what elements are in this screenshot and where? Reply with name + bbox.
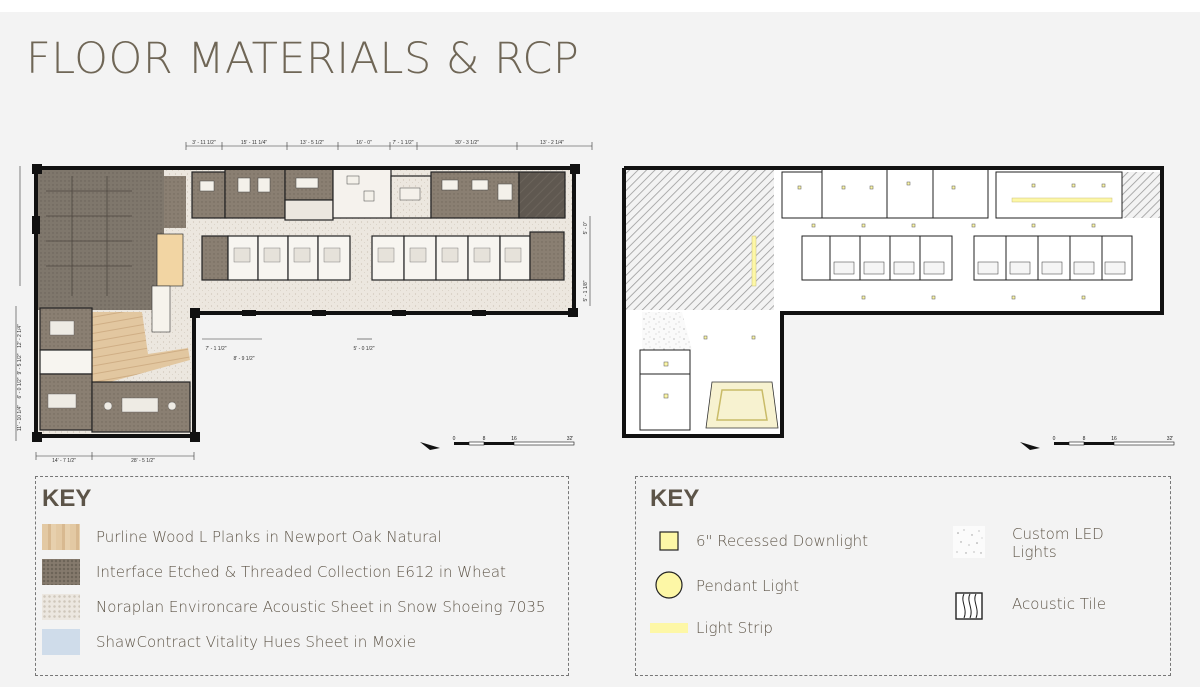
dim-label: 7' - 1 1/2" xyxy=(392,140,413,146)
acoustic-tile-banks xyxy=(833,261,1126,275)
workstation-grid xyxy=(46,176,132,296)
inner-dimension-string: 7' - 1 1/2" 8' - 9 1/2" 5' - 0 1/2" xyxy=(202,338,375,362)
top-offices xyxy=(191,167,566,221)
custom-led-zone xyxy=(642,312,692,350)
light-strip-icon xyxy=(650,623,688,633)
scale-label: 32' xyxy=(1167,436,1174,442)
right-dimension-string: 5' - 0" 5' - 1 1/8" xyxy=(583,216,591,306)
scale-bar: 0 8 16 32' xyxy=(453,436,575,446)
open-office-carpet xyxy=(36,168,164,310)
rcp-exterior-walls xyxy=(622,166,1164,438)
dim-label: 12' - 2 1/4" xyxy=(17,324,23,348)
key-label: 6" Recessed Downlight xyxy=(696,532,869,550)
dim-label: 13' - 5 1/2" xyxy=(300,140,324,146)
speckle-led-icon xyxy=(953,526,985,558)
dim-label: 9' - 5 1/2" xyxy=(17,353,23,374)
dim-label: 11' - 10 1/4" xyxy=(17,405,23,431)
dim-label: 5' - 1 1/8" xyxy=(583,280,589,301)
downlights xyxy=(663,181,1106,399)
presentation-board: FLOOR MATERIALS & RCP xyxy=(0,12,1200,687)
reception-desk xyxy=(156,233,184,287)
scale-label: 0 xyxy=(1053,436,1056,442)
dim-label: 7' - 1 1/2" xyxy=(205,346,226,352)
page-title: FLOOR MATERIALS & RCP xyxy=(26,34,580,84)
wall-piers xyxy=(32,164,580,442)
dim-label: 6' - 0 1/2" xyxy=(17,377,23,398)
key-title: KEY xyxy=(42,485,92,512)
key-label: Interface Etched & Threaded Collection E… xyxy=(96,563,506,581)
key-label: Acoustic Tile xyxy=(1012,595,1107,613)
dim-label: 15' - 11 1/4" xyxy=(241,140,267,146)
scale-label: 0 xyxy=(453,436,456,442)
light-strips xyxy=(751,197,1113,287)
pendant-feature xyxy=(705,381,779,429)
scale-label: 32' xyxy=(567,436,574,442)
vitality-sheet-swatch xyxy=(42,629,80,655)
key-label: ShawContract Vitality Hues Sheet in Moxi… xyxy=(96,633,416,651)
bottom-dimension-string: 14' - 7 1/2" 28' - 5 1/2" xyxy=(35,452,195,464)
dim-label: 28' - 5 1/2" xyxy=(131,458,155,464)
rcp-key: KEY 6" Recessed Downlight Pendant Light … xyxy=(635,476,1171,676)
dim-label: 16' - 0" xyxy=(356,140,372,146)
dim-label: 14' - 7 1/2" xyxy=(52,458,76,464)
dim-label: 5' - 0 1/2" xyxy=(353,346,374,352)
key-label: Custom LED Lights xyxy=(1012,525,1104,561)
key-label: Purline Wood L Planks in Newport Oak Nat… xyxy=(96,528,442,546)
conference-furniture xyxy=(47,320,177,413)
pendant-circle-icon xyxy=(655,571,683,599)
dim-label: 5' - 0" xyxy=(583,221,589,234)
top-dimension-string: 3' - 11 1/2" 15' - 11 1/4" 13' - 5 1/2" … xyxy=(185,140,593,150)
scale-label: 8 xyxy=(483,436,486,442)
reflected-ceiling-plan: 0 8 16 32' xyxy=(622,166,1175,450)
north-arrow-icon xyxy=(420,442,440,450)
square-downlight-icon xyxy=(659,531,679,551)
acoustic-tile-icon xyxy=(955,592,983,620)
scale-label: 16 xyxy=(511,436,517,442)
key-label: Pendant Light xyxy=(696,577,800,595)
storage-room-carpet xyxy=(164,176,186,228)
key-label: Light Strip xyxy=(696,619,773,637)
dim-label: 30' - 3 1/2" xyxy=(455,140,479,146)
acoustic-sheet-swatch xyxy=(42,594,80,620)
dim-label: 8' - 9 1/2" xyxy=(233,356,254,362)
wood-plank-swatch xyxy=(42,524,80,550)
phone-booths-row-2 xyxy=(371,231,565,281)
materials-key: KEY Purline Wood L Planks in Newport Oak… xyxy=(35,476,569,676)
key-label: Noraplan Environcare Acoustic Sheet in S… xyxy=(96,598,546,616)
scale-label: 16 xyxy=(1111,436,1117,442)
dim-label: 3' - 11 1/2" xyxy=(192,140,216,146)
exposed-ceiling-hatch xyxy=(624,168,774,310)
phone-booths-row-1 xyxy=(201,235,351,281)
left-dimension-string: 12' - 2 1/4" 9' - 5 1/2" 6' - 0 1/2" 11'… xyxy=(15,166,23,441)
furniture xyxy=(199,175,513,202)
floor-materials-plan: 3' - 11 1/2" 15' - 11 1/4" 13' - 5 1/2" … xyxy=(15,140,593,464)
wood-plank-zone xyxy=(92,312,190,382)
scale-bar: 0 8 16 32' xyxy=(1053,436,1175,446)
north-arrow-icon xyxy=(1020,442,1040,450)
booth-furniture xyxy=(233,247,522,263)
carpet-swatch xyxy=(42,559,80,585)
key-title: KEY xyxy=(650,485,700,512)
dim-label: 13' - 2 1/4" xyxy=(540,140,564,146)
scale-label: 8 xyxy=(1083,436,1086,442)
